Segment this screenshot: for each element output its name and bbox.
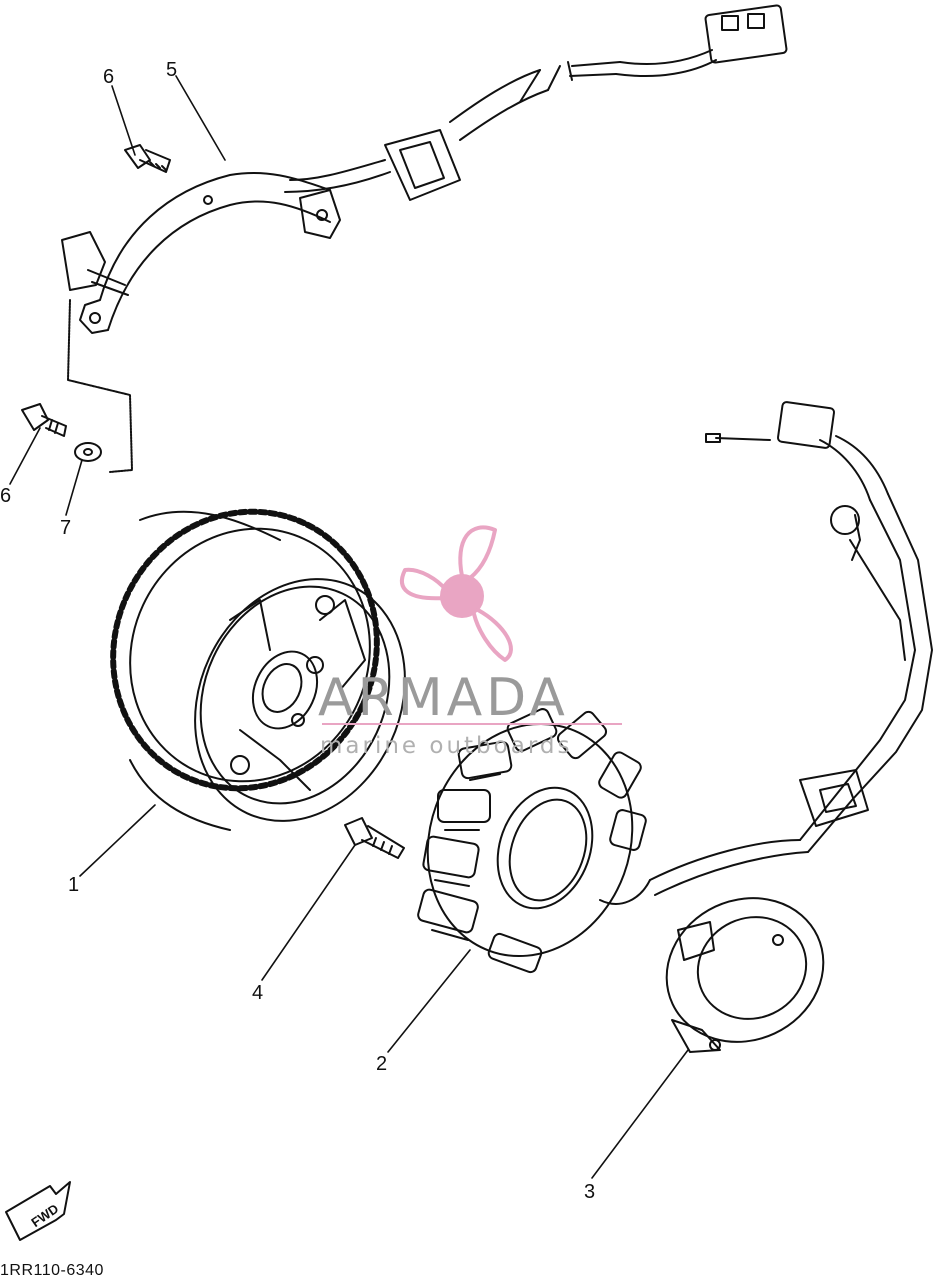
leader-lines bbox=[9, 75, 689, 1179]
forward-arrow-marker bbox=[5, 1181, 71, 1241]
callout-5: 5 bbox=[166, 59, 178, 81]
flywheel-rotor-part-1 bbox=[110, 508, 406, 831]
watermark-divider bbox=[322, 723, 622, 725]
callout-2: 2 bbox=[376, 1053, 388, 1075]
washer-part-7 bbox=[74, 442, 102, 462]
watermark-brand: ARMADA bbox=[318, 668, 569, 728]
callout-6-top: 6 bbox=[103, 66, 115, 88]
armada-propeller-logo bbox=[399, 525, 513, 662]
screw-part-6-left bbox=[21, 403, 67, 437]
stator-assembly-part-2 bbox=[417, 708, 809, 974]
watermark-tagline: marine outboards bbox=[320, 733, 573, 759]
screw-part-6-top bbox=[124, 144, 171, 173]
callout-6-left: 6 bbox=[0, 485, 12, 507]
stator-lead-wires bbox=[705, 401, 933, 853]
bolt-part-4 bbox=[344, 817, 405, 859]
callout-1: 1 bbox=[68, 874, 80, 896]
holder-cover-part-3 bbox=[665, 897, 825, 1053]
callout-7: 7 bbox=[60, 517, 72, 539]
callout-3: 3 bbox=[584, 1181, 596, 1203]
wire-lead-part-5 bbox=[61, 4, 788, 473]
drawing-code: 1RR110-6340 bbox=[0, 1262, 104, 1279]
callout-4: 4 bbox=[252, 982, 264, 1004]
